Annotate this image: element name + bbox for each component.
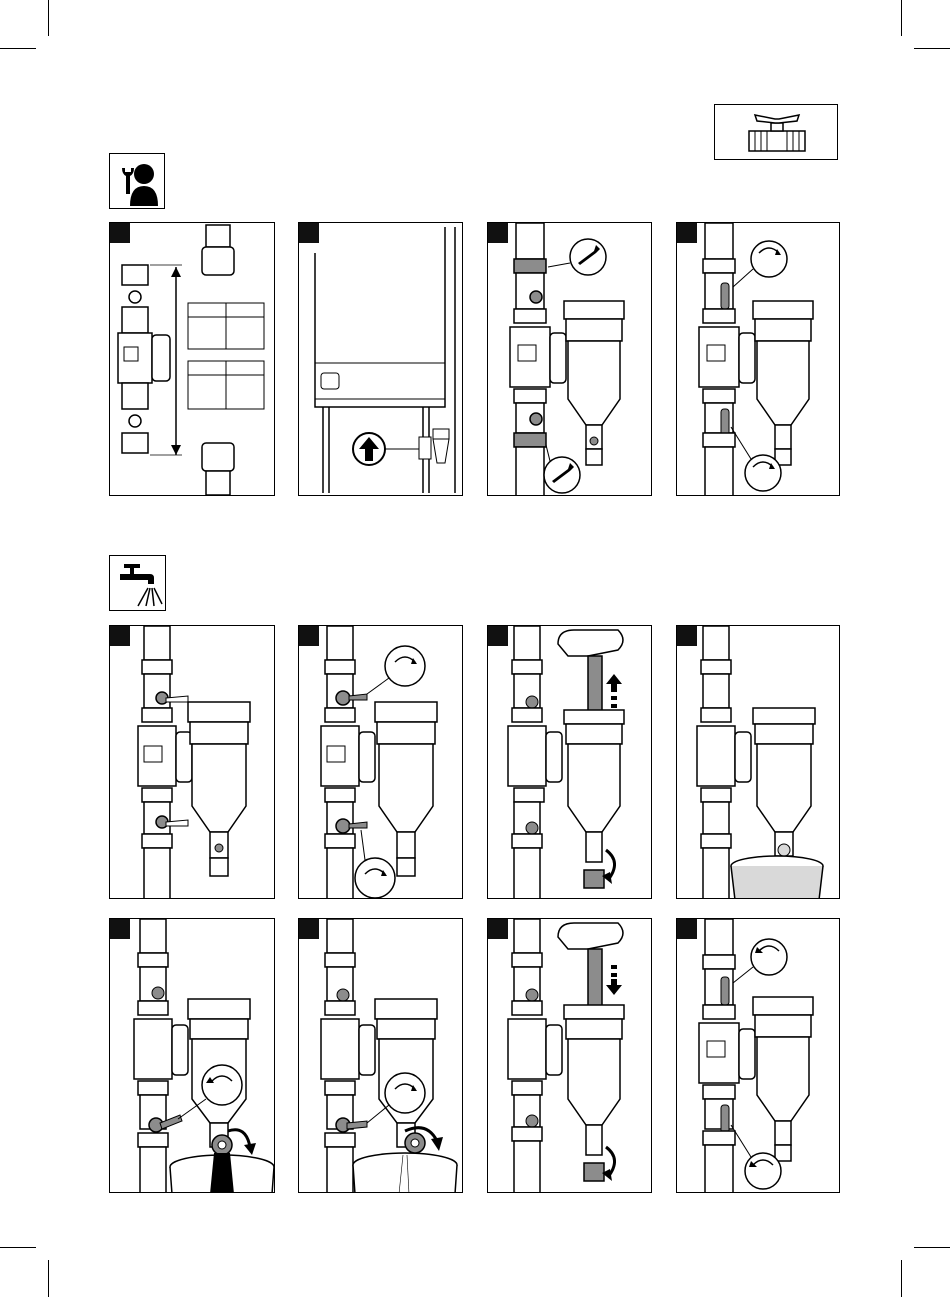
crop-mark bbox=[901, 0, 902, 36]
step-panel-install-2 bbox=[298, 222, 463, 496]
step-panel-install-4 bbox=[676, 222, 840, 496]
crop-mark bbox=[914, 48, 950, 49]
step-panel-maint-3 bbox=[487, 625, 652, 899]
ball-valve-icon bbox=[714, 104, 838, 160]
step-panel-maint-4 bbox=[676, 625, 840, 899]
technician-with-wrench-icon bbox=[109, 153, 165, 209]
step-panel-maint-6 bbox=[298, 918, 463, 1193]
tap-with-water-flow-icon bbox=[109, 555, 166, 611]
step-panel-maint-5 bbox=[109, 918, 275, 1193]
crop-mark bbox=[48, 1260, 49, 1297]
step-panel-maint-1 bbox=[109, 625, 275, 899]
crop-mark bbox=[0, 48, 36, 49]
step-panel-maint-8 bbox=[676, 918, 840, 1193]
crop-mark bbox=[48, 0, 49, 36]
step-panel-maint-2 bbox=[298, 625, 463, 899]
crop-mark bbox=[0, 1247, 36, 1248]
crop-mark bbox=[901, 1260, 902, 1297]
step-panel-install-1 bbox=[109, 222, 275, 496]
crop-mark bbox=[914, 1247, 950, 1248]
step-panel-maint-7 bbox=[487, 918, 652, 1193]
step-panel-install-3 bbox=[487, 222, 652, 496]
